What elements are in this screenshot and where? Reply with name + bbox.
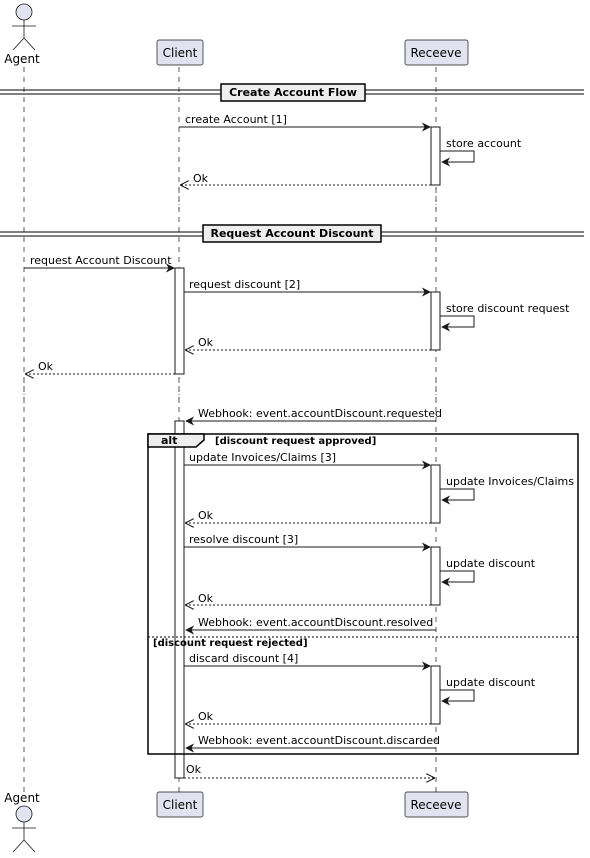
msg-update-invoices-claims-label: update Invoices/Claims [3] (189, 451, 336, 464)
agent-actor-bottom (12, 805, 36, 853)
alt-keyword: alt (161, 434, 177, 447)
agent-label-top: Agent (4, 52, 40, 66)
msg-discard-discount-label: discard discount [4] (189, 652, 298, 665)
msg-webhook-resolved-label: Webhook: event.accountDiscount.resolved (198, 616, 433, 629)
msg-ok-2-label: Ok (198, 336, 214, 349)
msg-store-account-label: store account (446, 137, 522, 150)
msg-self-update-invoices-claims-arrow (440, 488, 475, 505)
msg-store-account-arrow (440, 150, 475, 167)
receeve-box-top (404, 39, 469, 66)
receeve-box-bottom (404, 791, 469, 818)
divider-create-account-flow (0, 83, 584, 102)
agent-label-bottom: Agent (4, 791, 40, 805)
msg-webhook-requested-label: Webhook: event.accountDiscount.requested (198, 407, 442, 420)
msg-ok-final-label: Ok (186, 763, 202, 776)
divider-label-request-account-discount: Request Account Discount (210, 227, 373, 240)
msg-store-discount-request-label: store discount request (446, 302, 570, 315)
receeve-label-top: Receeve (410, 46, 461, 60)
msg-self-update-invoices-claims-label: update Invoices/Claims (446, 475, 574, 488)
msg-create-account-label: create Account [1] (185, 113, 287, 126)
msg-self-update-discount-1-arrow (440, 570, 475, 587)
client-label-top: Client (163, 46, 198, 60)
msg-self-update-discount-2-label: update discount (446, 676, 536, 689)
msg-self-update-discount-2-arrow (440, 689, 475, 706)
agent-actor-top (12, 3, 36, 51)
alt-guard-rejected: [discount request rejected] (153, 638, 308, 649)
alt-guard-approved: [discount request approved] (215, 436, 376, 447)
msg-store-discount-request-arrow (440, 315, 475, 332)
client-activation-2 (174, 420, 185, 779)
receeve-activation-2 (430, 291, 441, 351)
receeve-activation-1 (430, 126, 441, 186)
client-activation-1 (174, 267, 185, 375)
client-box-bottom (156, 791, 204, 818)
receeve-label-bottom: Receeve (410, 798, 461, 812)
divider-request-account-discount (0, 224, 584, 243)
msg-self-update-discount-1-label: update discount (446, 557, 536, 570)
msg-ok-1-label: Ok (193, 172, 209, 185)
msg-request-discount-label: request discount [2] (189, 278, 300, 291)
alt-fragment-tab (147, 433, 205, 448)
alt-fragment-frame (147, 433, 579, 755)
divider-label-create-account-flow: Create Account Flow (229, 86, 357, 99)
msg-resolve-discount-label: resolve discount [3] (189, 533, 298, 546)
receeve-activation-4 (430, 546, 441, 606)
msg-ok-6-label: Ok (198, 710, 214, 723)
msg-ok-5-label: Ok (198, 592, 214, 605)
msg-ok-4-label: Ok (198, 509, 214, 522)
client-box-top (156, 39, 204, 66)
msg-request-account-discount-label: request Account Discount (30, 254, 172, 267)
receeve-activation-3 (430, 464, 441, 524)
client-label-bottom: Client (163, 798, 198, 812)
msg-webhook-discarded-label: Webhook: event.accountDiscount.discarded (198, 734, 440, 747)
msg-ok-3-label: Ok (38, 360, 54, 373)
receeve-activation-5 (430, 665, 441, 725)
